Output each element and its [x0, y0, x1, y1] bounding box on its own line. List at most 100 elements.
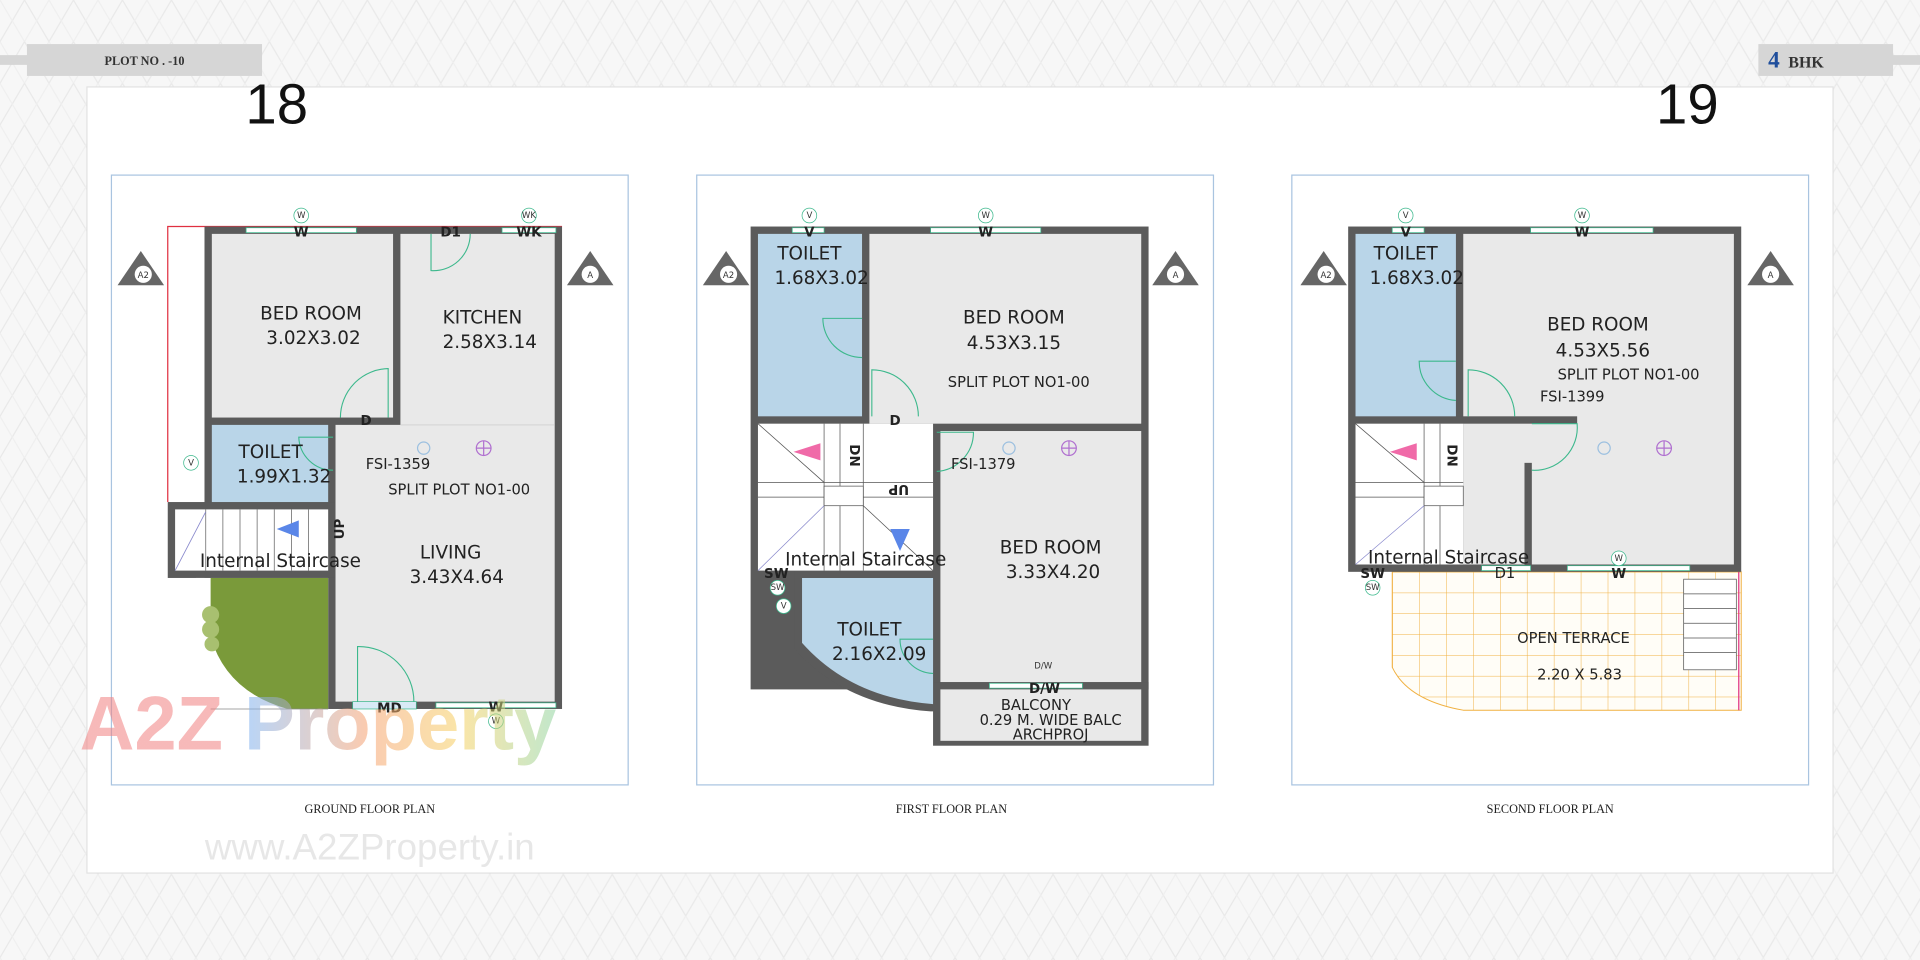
door-window-tag: D/W — [1029, 682, 1060, 697]
plan-caption: GROUND FLOOR PLAN — [305, 802, 436, 816]
room-toilet — [211, 424, 329, 503]
window-tag: SW — [1360, 567, 1385, 582]
staircase-label: Internal Staircase — [1368, 547, 1529, 568]
door-swing — [822, 317, 975, 675]
window — [435, 702, 557, 709]
plan-caption: SECOND FLOOR PLAN — [1487, 802, 1614, 816]
svg-text:SW: SW — [1366, 583, 1380, 593]
stair-steps — [757, 423, 934, 571]
window-tag: W — [294, 225, 309, 240]
room-toilet — [1355, 233, 1456, 417]
plot-number-right: 19 — [1656, 73, 1719, 136]
bhk-label: BHK — [1788, 54, 1824, 71]
bhk-badge: 4 BHK — [1758, 44, 1920, 76]
room-name: BED ROOM — [260, 304, 362, 325]
window-tag: V — [804, 225, 815, 240]
stair-down-arrow-icon — [793, 443, 821, 461]
svg-text:A: A — [587, 271, 593, 281]
fsi-label: FSI-1359 — [366, 456, 431, 473]
room-bedroom — [869, 233, 1142, 424]
window-marker-label: D/W — [1034, 662, 1052, 672]
window-marker: V — [1398, 207, 1414, 224]
room-toilet — [757, 233, 863, 417]
plot-boundary-line — [167, 225, 205, 503]
svg-text:A: A — [1768, 271, 1774, 281]
room-bedroom — [940, 431, 1142, 683]
window-marker: WK — [521, 207, 537, 224]
room-bedroom — [1463, 233, 1734, 565]
split-plot-label: SPLIT PLOT NO1-00 — [948, 374, 1090, 391]
terrace-steps — [1683, 578, 1737, 671]
window-marker: V — [775, 598, 792, 614]
door-swing — [1418, 360, 1578, 471]
window-tag: W — [1575, 225, 1590, 240]
svg-text:WK: WK — [522, 211, 536, 221]
svg-text:V: V — [188, 458, 194, 468]
window — [791, 227, 825, 234]
room-toilet — [802, 577, 934, 705]
svg-text:V: V — [806, 211, 812, 221]
door-swing — [298, 233, 471, 702]
room-bedroom — [211, 233, 394, 418]
first-floor-plan: A2 A V W SW V D/W V W D SW D/W DN UP TOI… — [702, 207, 1199, 816]
svg-text:SW: SW — [771, 583, 785, 593]
window-tag: SW — [764, 567, 789, 582]
window-tag: WK — [516, 225, 542, 240]
wall — [1524, 462, 1532, 565]
plot-number-badge: PLOT NO . -10 — [0, 44, 263, 76]
window-marker: W — [293, 207, 309, 224]
svg-text:V: V — [1403, 211, 1409, 221]
plot-number-left: 18 — [245, 73, 308, 136]
balcony-note: 0.29 M. WIDE BALC — [980, 712, 1122, 729]
room-size: 1.68X3.02 — [774, 268, 868, 289]
staircase-label: Internal Staircase — [785, 550, 946, 571]
light-point-icon — [1002, 440, 1077, 457]
room-size: 4.53X5.56 — [1556, 340, 1650, 361]
svg-text:A2: A2 — [1320, 271, 1331, 281]
room-size: 1.68X3.02 — [1370, 268, 1464, 289]
room-size: 1.99X1.32 — [237, 466, 331, 487]
shrub-icon — [202, 606, 220, 652]
window — [1530, 227, 1654, 234]
stair-steps — [1355, 423, 1464, 565]
room-name: TOILET — [836, 620, 902, 641]
room-size: 4.53X3.15 — [967, 333, 1061, 354]
room-size: 3.33X4.20 — [1006, 562, 1100, 583]
room-name: TOILET — [238, 442, 304, 463]
svg-text:V: V — [781, 602, 787, 612]
split-plot-label: SPLIT PLOT NO1-00 — [1558, 367, 1700, 384]
open-terrace — [1391, 571, 1742, 711]
room-size: 3.02X3.02 — [266, 328, 360, 349]
section-marker-a: A — [566, 251, 614, 286]
door-tag: D1 — [1495, 565, 1516, 582]
staircase — [175, 509, 329, 571]
ground-floor-plan: A2 A W WK W V W WK D1 D MD W UP BED ROOM… — [117, 207, 614, 816]
room-name: BED ROOM — [1000, 537, 1102, 558]
room-name: BED ROOM — [1547, 315, 1649, 336]
room-size: 2.58X3.14 — [443, 332, 537, 353]
staircase-label: Internal Staircase — [200, 551, 361, 572]
stair-up-label: UP — [333, 518, 348, 539]
window — [1566, 565, 1691, 571]
terrace-name: OPEN TERRACE — [1517, 630, 1630, 647]
room-name: KITCHEN — [443, 307, 523, 328]
stair-direction-arrow-icon — [276, 520, 299, 538]
section-marker-a: A — [1747, 251, 1794, 286]
light-point-icon — [416, 440, 492, 457]
room-name: TOILET — [1373, 244, 1439, 265]
plan-caption: FIRST FLOOR PLAN — [896, 802, 1007, 816]
stair-down-label: DN — [1443, 444, 1458, 466]
window-marker: W — [488, 713, 504, 729]
balcony-note: ARCHPROJ — [1013, 727, 1089, 744]
svg-text:W: W — [1578, 211, 1587, 221]
window-marker: W — [1611, 550, 1627, 567]
svg-text:A2: A2 — [138, 271, 149, 281]
window-marker: V — [183, 455, 199, 471]
section-marker-a2: A2 — [1300, 251, 1347, 286]
window — [930, 227, 1042, 234]
section-marker-a: A — [1152, 251, 1199, 286]
svg-text:W: W — [297, 211, 306, 221]
svg-text:W: W — [492, 717, 501, 727]
room-size: 3.43X4.64 — [410, 567, 504, 588]
